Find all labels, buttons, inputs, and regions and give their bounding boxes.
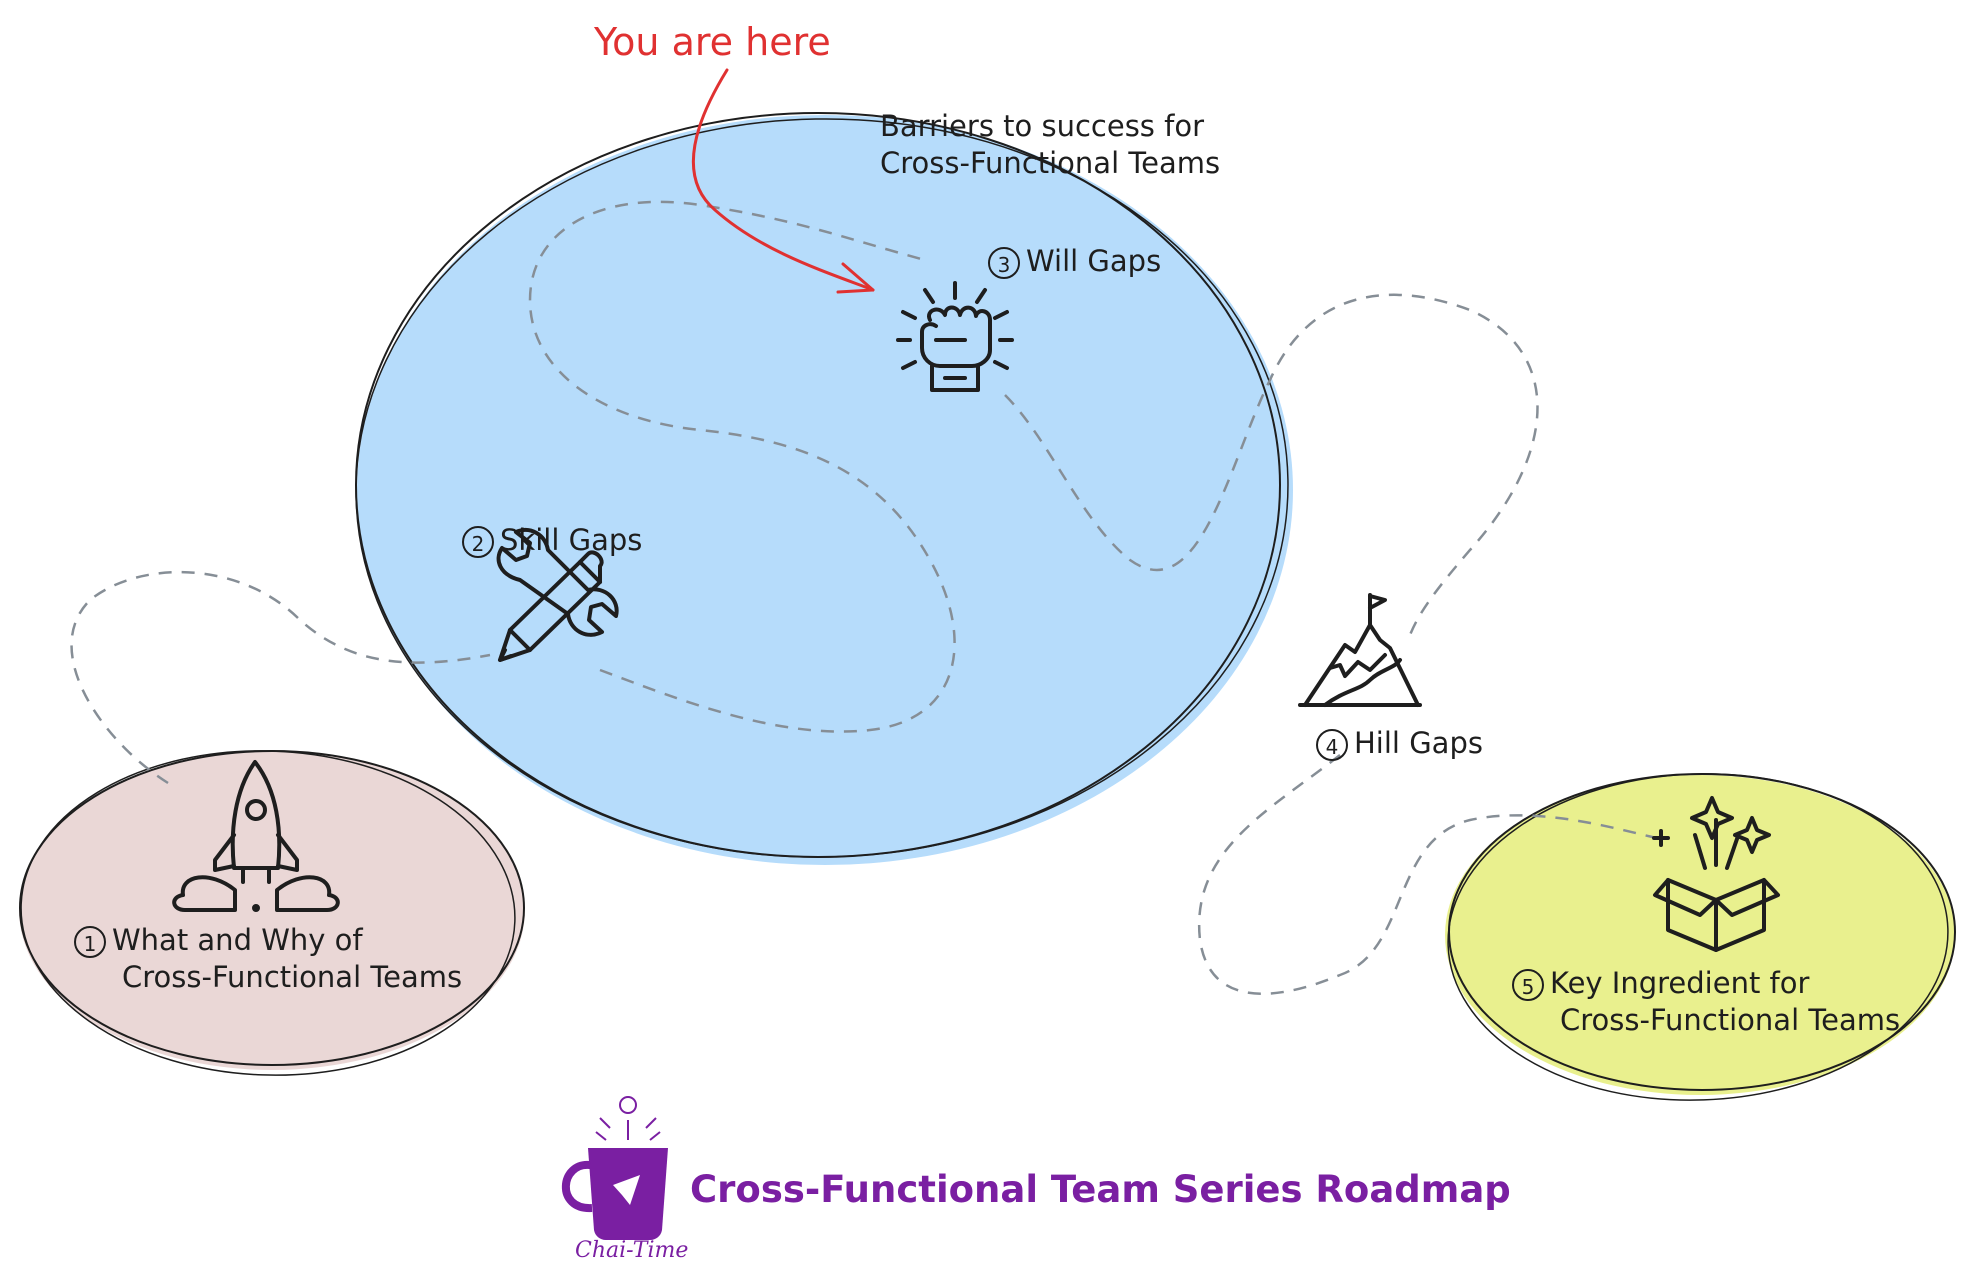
node-1-title-line1: What and Why of	[112, 923, 363, 957]
chai-mug-icon	[561, 1096, 668, 1240]
node-5-title-line1: Key Ingredient for	[1550, 966, 1810, 1000]
end-region	[1445, 773, 1956, 1101]
start-region-fill	[19, 750, 525, 1070]
rocket-icon	[172, 760, 340, 912]
main-region-fill	[357, 115, 1293, 865]
you-are-here-arrow	[692, 68, 875, 294]
node-1-number: 1	[74, 926, 106, 958]
end-region-fill	[1445, 775, 1955, 1095]
tools-icon	[496, 528, 619, 662]
node-4-number: 4	[1316, 729, 1348, 761]
fist-icon	[896, 281, 1014, 392]
node-5-title-line2: Cross-Functional Teams	[1560, 1003, 1901, 1037]
node-3-number: 3	[988, 247, 1020, 279]
end-region-outline-2	[1447, 773, 1949, 1101]
node-4-title: Hill Gaps	[1354, 726, 1483, 760]
roadmap-title: Cross-Functional Team Series Roadmap	[690, 1168, 1511, 1211]
brand-name: Chai-Time	[575, 1238, 689, 1263]
node-5-number: 5	[1512, 969, 1544, 1001]
mountain-flag-icon	[1298, 593, 1422, 707]
gift-box-sparkles-icon	[1652, 796, 1780, 952]
start-region	[19, 750, 525, 1076]
start-region-outline-2	[20, 750, 516, 1076]
main-region-title-line1: Barriers to success for	[880, 109, 1205, 143]
you-are-here-label: You are here	[594, 20, 831, 64]
main-region-title-line2: Cross-Functional Teams	[880, 146, 1221, 180]
node-1-title-line2: Cross-Functional Teams	[122, 960, 463, 994]
node-2-number: 2	[462, 526, 494, 558]
main-region-title: Barriers to success for Cross-Functional…	[880, 108, 1220, 182]
main-region-outline-2	[355, 118, 1289, 858]
main-region	[355, 112, 1293, 865]
node-2-title: Skill Gaps	[500, 523, 643, 557]
node-3-title: Will Gaps	[1026, 244, 1162, 278]
